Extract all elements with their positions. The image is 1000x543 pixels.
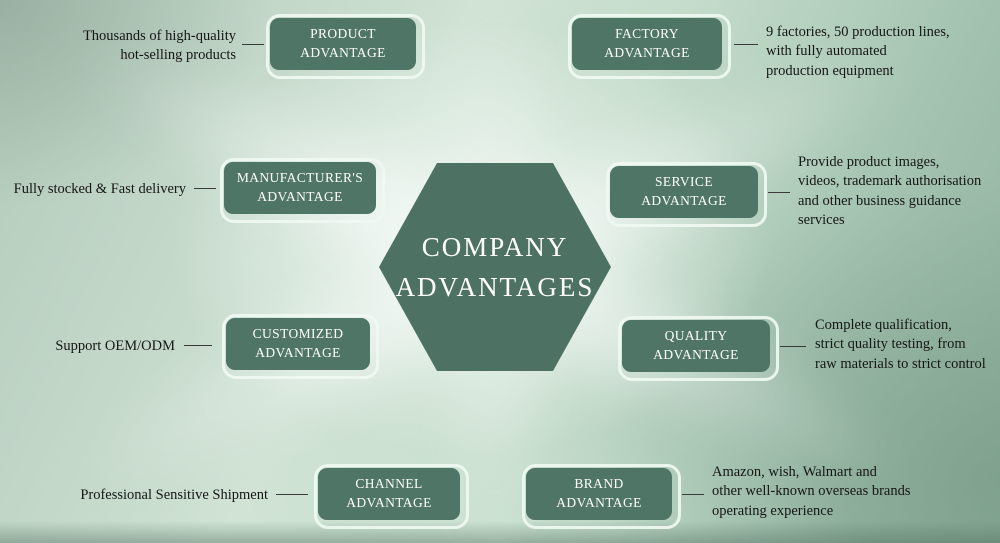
node-manufacturers-advantage: MANUFACTURER'S ADVANTAGE	[220, 158, 385, 223]
node-label: QUALITY ADVANTAGE	[653, 328, 739, 362]
node-label: BRAND ADVANTAGE	[556, 476, 642, 510]
node-box: CUSTOMIZED ADVANTAGE	[226, 318, 370, 370]
connector-manufacturers	[194, 188, 216, 189]
node-box: MANUFACTURER'S ADVANTAGE	[224, 162, 376, 214]
node-quality-advantage: QUALITY ADVANTAGE	[618, 316, 779, 381]
node-label: MANUFACTURER'S ADVANTAGE	[236, 170, 364, 204]
node-product-advantage: PRODUCT ADVANTAGE	[266, 14, 425, 79]
node-box: FACTORY ADVANTAGE	[572, 18, 722, 70]
node-label: CHANNEL ADVANTAGE	[346, 476, 432, 510]
desc-factory-advantage: 9 factories, 50 production lines, with f…	[766, 24, 950, 79]
node-frame	[220, 158, 385, 223]
node-box: PRODUCT ADVANTAGE	[270, 18, 416, 70]
node-frame	[266, 14, 425, 79]
desc-quality-advantage: Complete qualification, strict quality t…	[815, 317, 986, 372]
node-frame	[618, 316, 779, 381]
node-box: BRAND ADVANTAGE	[526, 468, 672, 520]
node-customized-advantage: CUSTOMIZED ADVANTAGE	[222, 314, 379, 379]
node-box: QUALITY ADVANTAGE	[622, 320, 770, 372]
connector-factory	[734, 44, 758, 45]
diagram-title: COMPANY ADVANTAGES	[395, 231, 595, 303]
desc-brand-advantage: Amazon, wish, Walmart and other well-kno…	[712, 464, 911, 519]
node-brand-advantage: BRAND ADVANTAGE	[522, 464, 681, 529]
node-label: FACTORY ADVANTAGE	[604, 26, 690, 60]
node-frame	[314, 464, 469, 529]
desc-product-advantage: Thousands of high-quality hot-selling pr…	[82, 28, 236, 64]
node-box: CHANNEL ADVANTAGE	[318, 468, 460, 520]
node-frame	[522, 464, 681, 529]
node-box: SERVICE ADVANTAGE	[610, 166, 758, 218]
connector-service	[768, 192, 790, 193]
connector-quality	[780, 346, 806, 347]
node-frame	[568, 14, 731, 79]
desc-manufacturers-advantage: Fully stocked & Fast delivery	[13, 181, 186, 197]
node-factory-advantage: FACTORY ADVANTAGE	[568, 14, 731, 79]
center-hexagon: COMPANY ADVANTAGES	[379, 163, 611, 371]
node-label: CUSTOMIZED ADVANTAGE	[252, 326, 344, 360]
node-label: SERVICE ADVANTAGE	[641, 174, 727, 208]
node-service-advantage: SERVICE ADVANTAGE	[606, 162, 767, 227]
desc-customized-advantage: Support OEM/ODM	[55, 338, 175, 354]
node-label: PRODUCT ADVANTAGE	[300, 26, 386, 60]
connector-product	[242, 44, 264, 45]
connector-customized	[184, 345, 212, 346]
node-frame	[222, 314, 379, 379]
node-channel-advantage: CHANNEL ADVANTAGE	[314, 464, 469, 529]
desc-service-advantage: Provide product images, videos, trademar…	[798, 154, 982, 228]
desc-channel-advantage: Professional Sensitive Shipment	[80, 487, 268, 503]
node-frame	[606, 162, 767, 227]
connector-channel	[276, 494, 308, 495]
connector-brand	[682, 494, 704, 495]
